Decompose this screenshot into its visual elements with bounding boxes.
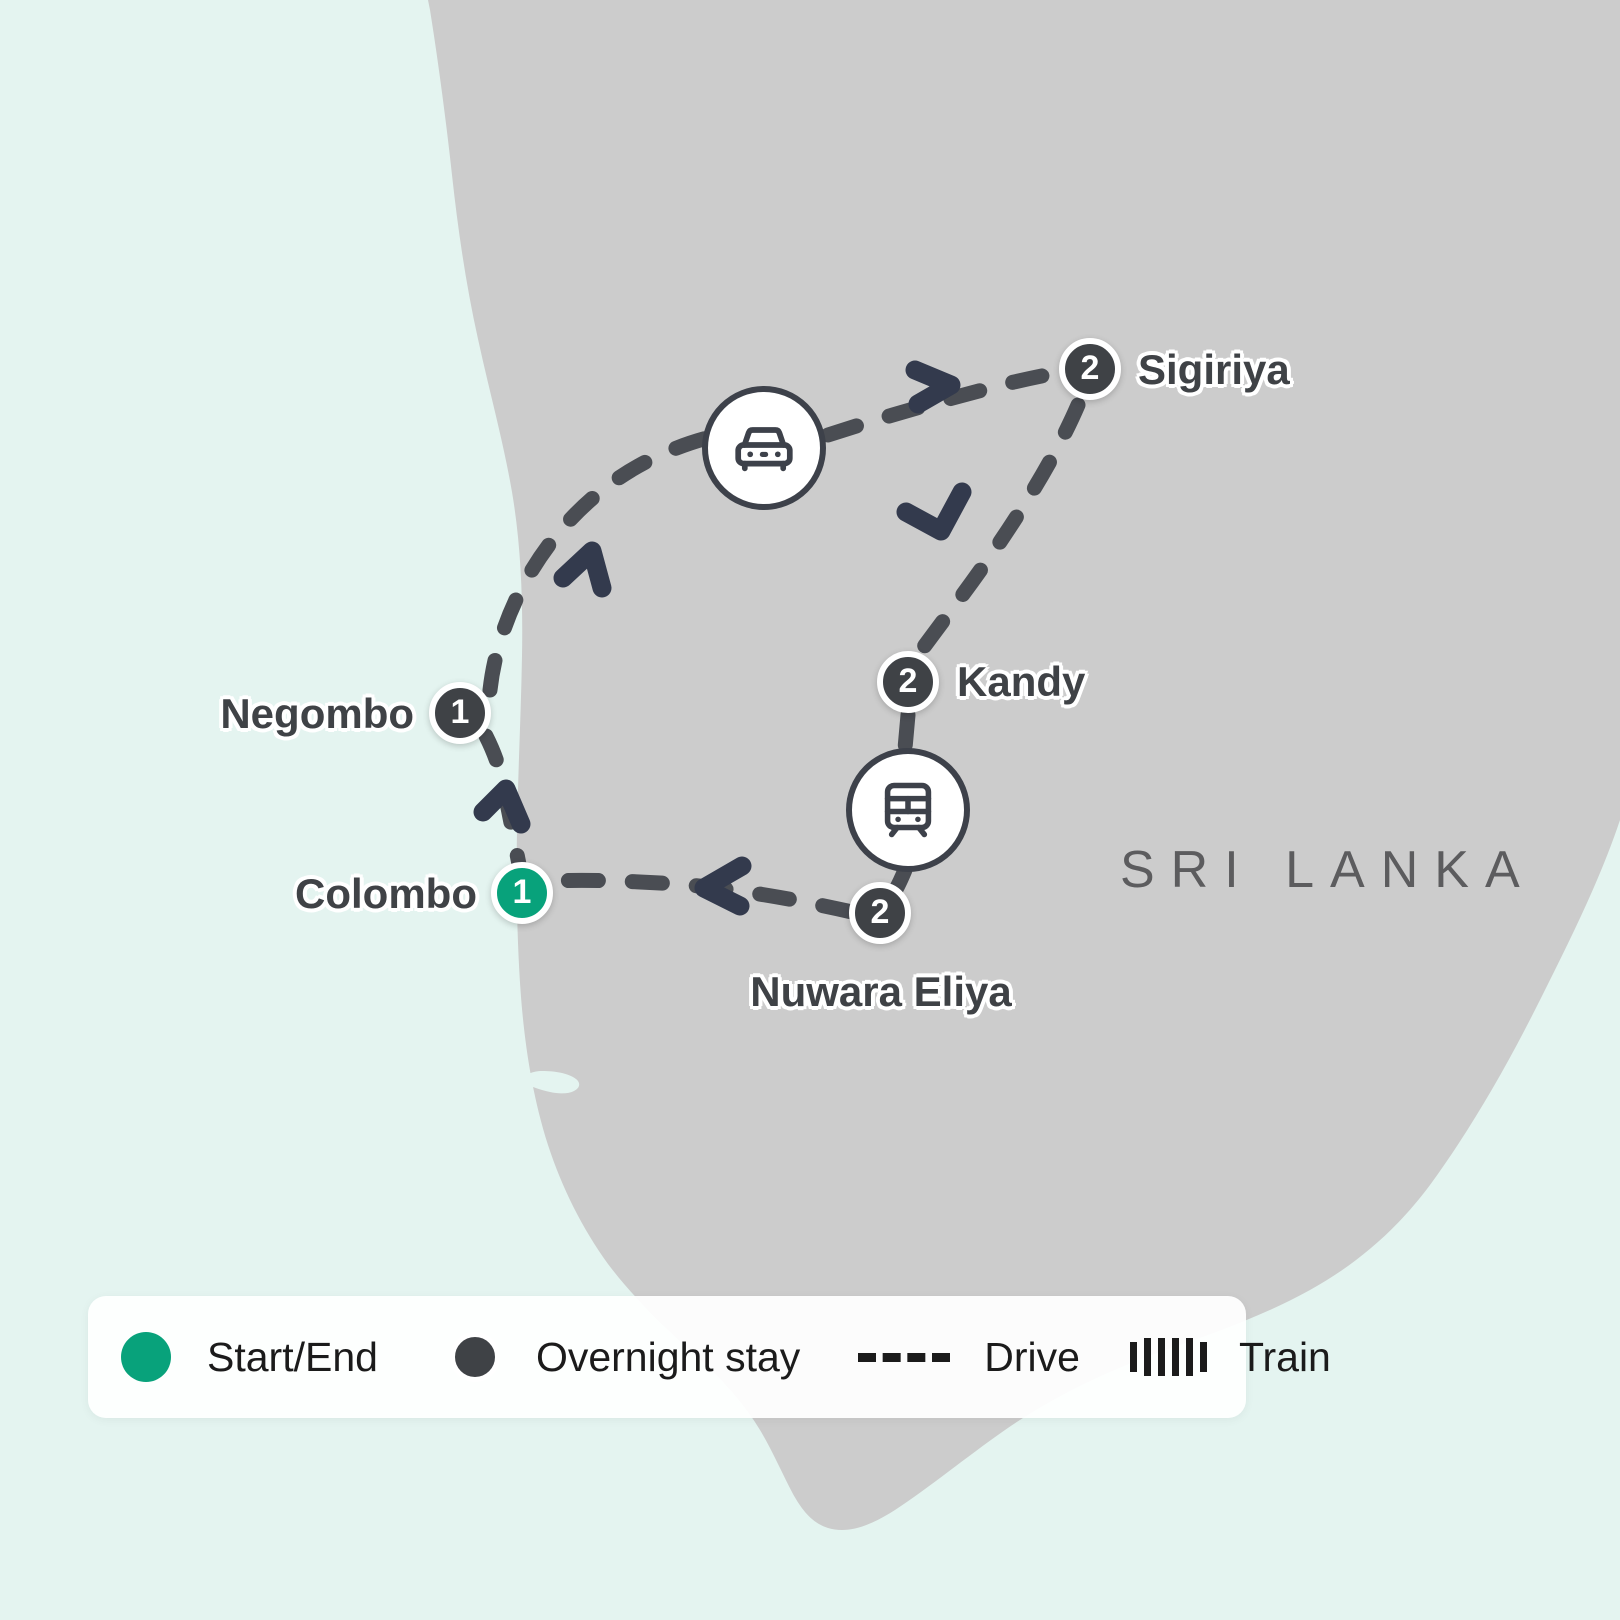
train-ticks-icon <box>1129 1338 1207 1376</box>
legend-label-overnight: Overnight stay <box>535 1333 801 1380</box>
arrow-to-negombo <box>473 779 531 834</box>
route-negombo-car <box>482 422 763 698</box>
marker-negombo[interactable]: 1 <box>429 682 491 744</box>
route-sigiriya-kandy <box>910 397 1086 663</box>
label-negombo: Negombo <box>220 690 414 737</box>
marker-nights: 1 <box>450 693 470 731</box>
route-nuwaraeliya-colombo <box>550 872 860 920</box>
label-kandy: Kandy <box>957 658 1086 705</box>
map-legend: Start/End Overnight stay Drive Train <box>88 1296 1331 1418</box>
label-sigiriya: Sigiriya <box>1138 346 1290 393</box>
marker-colombo[interactable]: 1 <box>491 862 553 924</box>
car-mode-bubble[interactable] <box>702 386 826 510</box>
arrow-to-car <box>553 541 612 598</box>
route-arrowheads <box>473 360 972 916</box>
country-name-label: SRI LANKA <box>1120 841 1536 899</box>
label-colombo: Colombo <box>295 870 477 917</box>
train-mode-bubble[interactable] <box>846 748 970 872</box>
route-kandy-train <box>897 707 916 756</box>
route-colombo-negombo <box>478 728 531 893</box>
legend-label-drive: Drive <box>984 1333 1080 1380</box>
legend-item-overnight: Overnight stay <box>449 1332 801 1382</box>
marker-sigiriya[interactable]: 2 <box>1059 338 1121 400</box>
label-nuwara-eliya: Nuwara Eliya <box>750 968 1012 1015</box>
marker-nuwara-eliya[interactable]: 2 <box>849 882 911 944</box>
marker-nights: 2 <box>898 662 918 700</box>
legend-item-train: Train <box>1129 1333 1331 1380</box>
route-car-sigiriya <box>820 364 1070 443</box>
legend-item-start-end: Start/End <box>121 1332 378 1382</box>
marker-kandy[interactable]: 2 <box>877 651 939 713</box>
legend-item-drive: Drive <box>858 1333 1080 1380</box>
marker-nights: 1 <box>512 873 532 911</box>
dashed-line-icon <box>858 1352 951 1362</box>
arrow-to-kandy <box>896 482 972 541</box>
arrow-to-colombo <box>694 856 752 916</box>
marker-nights: 2 <box>1080 349 1100 387</box>
route-lines <box>478 364 1086 920</box>
train-icon <box>873 775 943 845</box>
start-end-dot-icon <box>121 1332 171 1382</box>
sri-lanka-landmass <box>420 0 1620 1530</box>
legend-label-start-end: Start/End <box>207 1333 378 1380</box>
overnight-dot-icon <box>449 1332 500 1382</box>
legend-label-train: Train <box>1238 1333 1331 1380</box>
marker-nights: 2 <box>870 893 890 931</box>
arrow-to-sigiriya <box>905 360 961 414</box>
car-icon <box>728 412 800 484</box>
